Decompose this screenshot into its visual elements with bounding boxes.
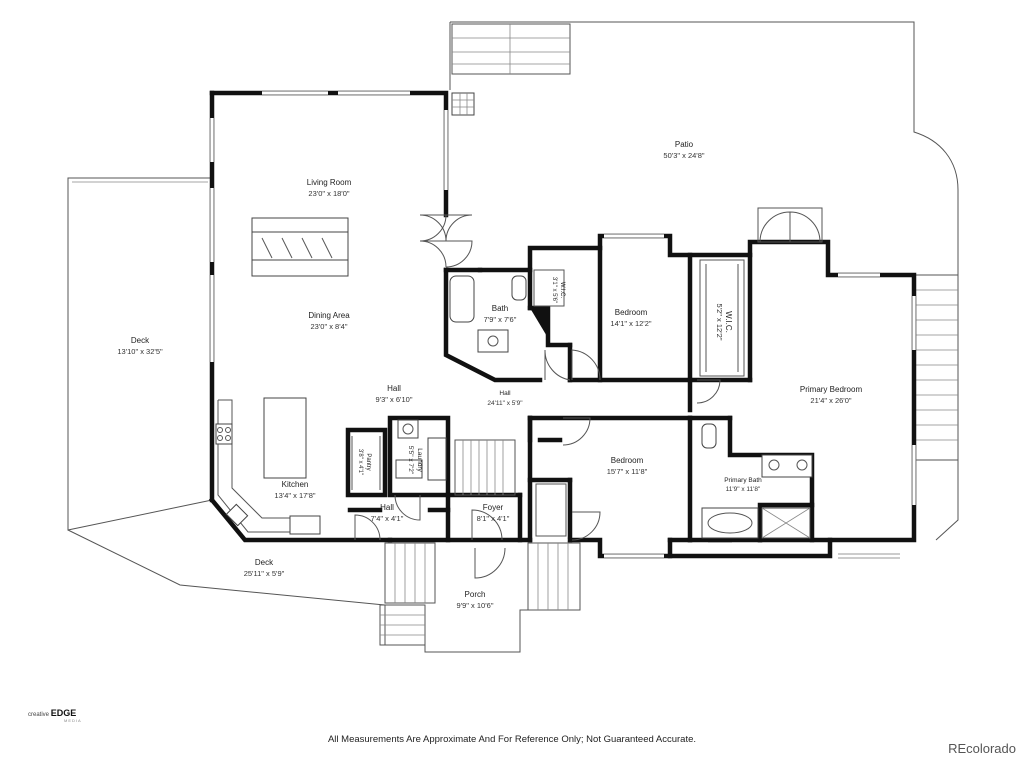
recolorado-logo: REcolorado — [948, 741, 1016, 756]
label-laundry: Laundry — [416, 448, 423, 472]
windows — [209, 90, 917, 559]
label-bedroom-north: Bedroom — [615, 308, 648, 317]
label-primary-bath: Primary Bath — [724, 477, 762, 484]
logo-sub: MEDIA — [64, 718, 82, 723]
label-bath: Bath — [492, 304, 508, 313]
label-wic-primary: W.I.C. — [724, 311, 733, 333]
dims-bedroom-south: 15'7" x 11'8" — [607, 467, 648, 476]
dims-foyer: 8'1" x 4'1" — [477, 514, 510, 523]
doors — [354, 207, 823, 579]
creative-edge-logo: creative EDGE MEDIA — [28, 708, 81, 723]
dims-pantry: 3'8" x 4'1" — [357, 449, 363, 475]
dims-primary-bath: 11'9" x 11'8" — [726, 486, 761, 493]
label-kitchen: Kitchen — [282, 480, 309, 489]
dims-hall-small: 7'4" x 4'1" — [371, 514, 404, 523]
dims-deck-bottom: 25'11" x 5'9" — [244, 569, 285, 578]
label-dining-area: Dining Area — [308, 311, 350, 320]
dims-wic-small: 3'1" x 5'6" — [551, 277, 557, 303]
label-patio: Patio — [675, 140, 694, 149]
label-living-room: Living Room — [307, 178, 352, 187]
dims-deck-left: 13'10" x 32'5" — [117, 347, 163, 356]
dims-bath: 7'9" x 7'6" — [484, 315, 517, 324]
label-bedroom-south: Bedroom — [611, 456, 644, 465]
label-deck-left: Deck — [131, 336, 150, 345]
label-porch: Porch — [465, 590, 486, 599]
dims-kitchen: 13'4" x 17'8" — [274, 491, 315, 500]
bottom-deck-outline — [67, 529, 581, 653]
label-wic-small: W.I.C. — [559, 282, 565, 299]
dims-laundry: 5'5" x 7'2" — [407, 446, 414, 475]
right-stairs — [913, 274, 959, 461]
label-pantry: Pantry — [365, 453, 371, 470]
label-hall-long: Hall — [499, 390, 511, 397]
dims-patio: 50'3" x 24'8" — [663, 151, 704, 160]
fixtures — [215, 92, 813, 539]
label-deck-bottom: Deck — [255, 558, 274, 567]
dims-living-room: 23'0" x 18'0" — [308, 189, 349, 198]
interior-walls — [217, 245, 833, 543]
dims-dining-area: 23'0" x 8'4" — [311, 322, 348, 331]
label-hall-main: Hall — [387, 384, 401, 393]
label-primary-bedroom: Primary Bedroom — [800, 385, 863, 394]
disclaimer-text: All Measurements Are Approximate And For… — [327, 734, 697, 745]
dims-hall-main: 9'3" x 6'10" — [376, 395, 413, 404]
left-deck-outline — [67, 177, 213, 531]
logo-main: EDGE — [50, 708, 77, 718]
dims-hall-long: 24'11" x 5'9" — [487, 400, 523, 407]
patio-outline — [449, 21, 959, 541]
room-labels: Patio 50'3" x 24'8" Living Room 23'0" x … — [117, 140, 862, 610]
dims-bedroom-north: 14'1" x 12'2" — [610, 319, 651, 328]
label-hall-small: Hall — [380, 503, 394, 512]
dims-primary-bedroom: 21'4" x 26'0" — [810, 396, 851, 405]
dims-wic-primary: 5'2" x 12'2" — [715, 304, 724, 341]
dims-porch: 9'9" x 10'6" — [457, 601, 494, 610]
label-foyer: Foyer — [483, 503, 504, 512]
logo-prefix: creative — [28, 712, 50, 718]
